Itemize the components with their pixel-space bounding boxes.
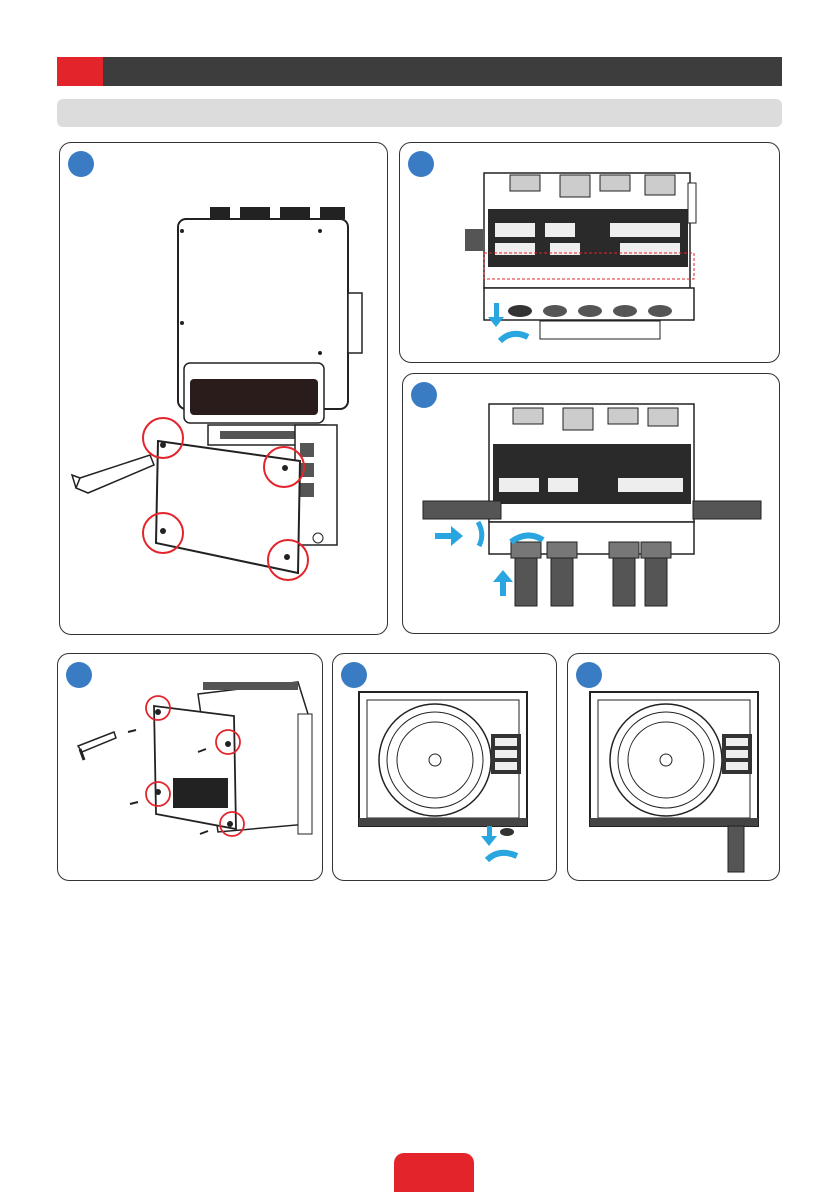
insert-cables-tighten-gland-illustration xyxy=(403,374,780,634)
figure-panel-1 xyxy=(59,142,388,635)
remove-gland-plug-illustration xyxy=(400,143,780,363)
page-number-tab xyxy=(394,1153,474,1192)
section-header-bar xyxy=(57,57,782,86)
figure-panel-5 xyxy=(332,653,557,881)
remove-cover-screws-illustration xyxy=(60,143,388,635)
remove-bottom-plug-illustration xyxy=(333,654,557,881)
figure-panel-2 xyxy=(399,142,780,363)
figure-panel-4 xyxy=(57,653,323,881)
section-header-accent xyxy=(57,57,103,86)
remove-side-cover-illustration xyxy=(58,654,323,881)
figure-panel-6 xyxy=(567,653,780,881)
figure-panel-3 xyxy=(402,373,780,634)
subsection-header-bar xyxy=(57,99,782,127)
cable-inserted-illustration xyxy=(568,654,780,881)
